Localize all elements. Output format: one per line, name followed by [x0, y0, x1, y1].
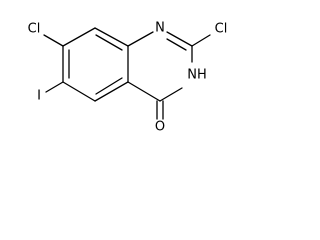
- bond-n3-c4: [159, 87, 183, 102]
- atom-label-cl-right: Cl: [215, 22, 228, 37]
- atom-label-nh: NH: [187, 68, 207, 83]
- bond-c6-i: [45, 81, 64, 93]
- chemical-structure-diagram: Cl Cl N NH I O: [28, 21, 228, 135]
- bond-c4a-c5: [94, 81, 129, 102]
- atom-label-iodine: I: [37, 89, 41, 104]
- bond-c8-c8a: [94, 27, 129, 47]
- bond-c4-c4a: [127, 81, 161, 102]
- bond-n1-c2: [166, 31, 193, 47]
- atom-label-oxygen: O: [155, 120, 165, 135]
- atom-label-n1: N: [155, 21, 165, 36]
- bond-c7-cl: [43, 34, 64, 47]
- bond-c7-c8: [62, 27, 96, 47]
- bond-c8-c8a-inner: [95, 34, 123, 51]
- atom-label-cl-left: Cl: [28, 22, 41, 37]
- bond-c4a-c5-inner: [95, 77, 123, 95]
- bond-c8a-n1: [127, 31, 154, 47]
- bond-c5-c6: [62, 81, 96, 102]
- bond-c2-cl: [191, 34, 211, 47]
- bond-n1-c2-inner: [166, 38, 187, 51]
